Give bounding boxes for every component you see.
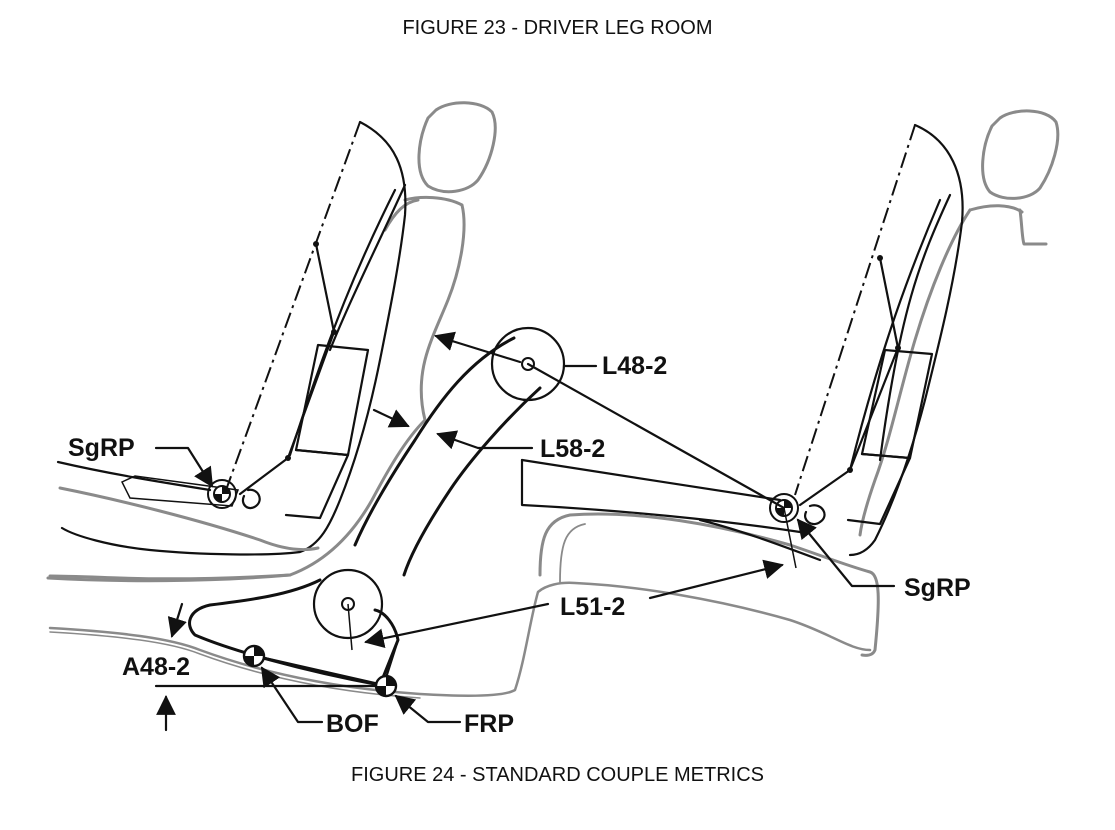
driver-sgrp-marker	[207, 479, 261, 510]
frp-label: FRP	[464, 710, 514, 738]
bof-label: BOF	[326, 710, 379, 738]
driver-seat-cushion	[46, 460, 320, 583]
rear-seat-cushion	[520, 458, 880, 657]
driver-sgrp-leader	[154, 446, 214, 488]
figure-23-caption: FIGURE 23 - DRIVER LEG ROOM	[402, 17, 713, 39]
l58-label: L58-2	[540, 435, 605, 463]
rear-headrest	[981, 109, 1060, 246]
frp-marker	[374, 674, 398, 698]
rear-torso-link	[794, 124, 916, 507]
driver-torso-link	[225, 121, 361, 496]
sgrp-label-rear: SgRP	[904, 574, 971, 602]
torso-arrow	[372, 408, 410, 428]
l51-dimension-line	[364, 559, 784, 649]
bof-leader	[260, 666, 324, 724]
a48-arrows	[156, 602, 187, 732]
a48-label: A48-2	[122, 653, 190, 681]
l51-label: L51-2	[560, 593, 625, 621]
knee-joint-circle	[312, 568, 384, 651]
rear-sgrp-leader	[796, 518, 896, 588]
driver-occupant-torso-outline	[48, 195, 466, 581]
l48-dimension-line	[434, 331, 786, 510]
driver-headrest	[417, 101, 497, 194]
frp-leader	[394, 694, 462, 724]
sgrp-label-driver: SgRP	[68, 434, 135, 462]
rear-occupant-torso-outline	[858, 204, 1024, 537]
figure-24-caption: FIGURE 24 - STANDARD COUPLE METRICS	[350, 764, 765, 786]
bof-marker	[242, 644, 266, 668]
floor-line	[48, 581, 872, 699]
l48-label: L48-2	[602, 352, 667, 380]
rear-seat-back	[846, 123, 964, 557]
leg-thigh-link	[353, 336, 542, 577]
l58-leader	[436, 430, 534, 450]
